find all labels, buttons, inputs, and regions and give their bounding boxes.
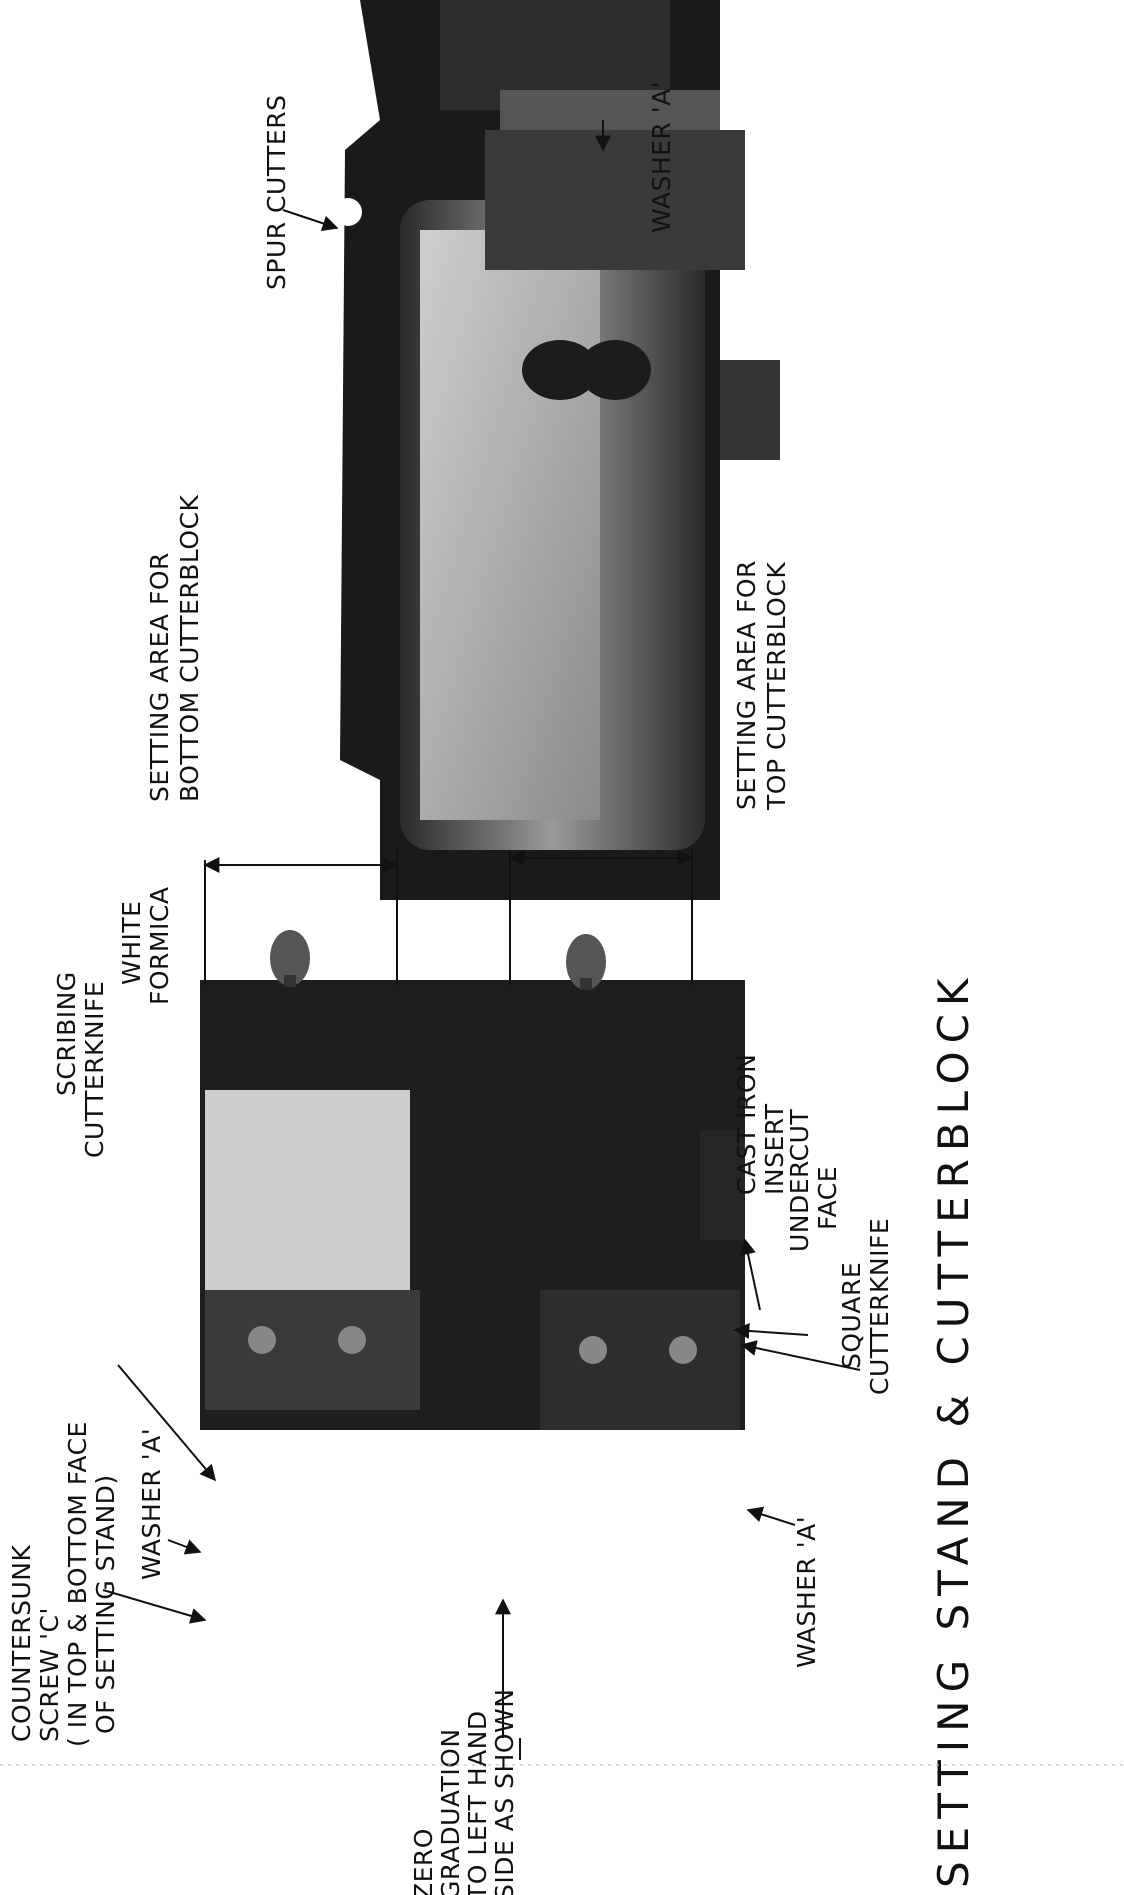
setting-area-top-line-2: TOP CUTTERBLOCK	[762, 562, 791, 811]
stand-screw-1	[248, 1326, 276, 1354]
setting-area-top-line-1: SETTING AREA FOR	[732, 560, 761, 810]
undercut-line-2: FACE	[813, 1166, 842, 1230]
scribing-cutterknife-plate	[205, 1290, 420, 1410]
undercut-face-label: UNDERCUT FACE	[785, 1109, 842, 1252]
zero-grad-line-3: TO LEFT HAND	[463, 1710, 492, 1895]
stand-screw-4	[669, 1336, 697, 1364]
stand-knob-bottom	[566, 934, 606, 990]
countersunk-screw-label: COUNTERSUNK SCREW 'C' ( IN TOP & BOTTOM …	[7, 1421, 120, 1747]
scribing-line-1: SCRIBING	[52, 971, 81, 1096]
washer-a-label-left: WASHER 'A'	[137, 1428, 166, 1580]
cutterblock-hub	[720, 360, 780, 460]
setting-area-bottom-label: SETTING AREA FOR BOTTOM CUTTERBLOCK	[145, 494, 204, 802]
stand-knob-bottom-stem	[580, 978, 592, 990]
stand-knob-top	[270, 930, 310, 986]
zero-graduation-label: ZERO GRADUATION TO LEFT HAND SIDE AS SHO…	[409, 1689, 519, 1895]
cutterblock-hole-lower	[579, 340, 651, 400]
zero-grad-line-2: GRADUATION	[436, 1728, 465, 1895]
cast-iron-line-2: INSERT	[760, 1103, 789, 1195]
undercut-line-1: UNDERCUT	[785, 1109, 814, 1252]
square-line-1: SQUARE	[837, 1262, 866, 1369]
white-formica-line-2: FORMICA	[145, 887, 174, 1005]
spur-cutter-notch	[334, 198, 362, 226]
square-cutterknife-label: SQUARE CUTTERKNIFE	[837, 1218, 894, 1395]
cutterblock-collar	[485, 130, 745, 270]
setting-area-top-label: SETTING AREA FOR TOP CUTTERBLOCK	[732, 560, 791, 811]
cutterblock-hole-upper	[522, 340, 598, 400]
square-line-2: CUTTERKNIFE	[865, 1218, 894, 1395]
white-formica-label: WHITE FORMICA	[117, 887, 174, 1005]
figure-title: SETTING STAND & CUTTERBLOCK	[929, 971, 978, 1888]
white-formica-panel	[205, 1090, 410, 1290]
setting-area-bottom-line-1: SETTING AREA FOR	[145, 552, 174, 802]
setting-area-bottom-line-2: BOTTOM CUTTERBLOCK	[175, 494, 204, 802]
countersunk-line-1: COUNTERSUNK	[7, 1545, 36, 1742]
spur-cutters-label: SPUR CUTTERS	[262, 95, 291, 290]
cast-iron-insert-label: CAST IRON INSERT	[732, 1054, 789, 1195]
white-formica-line-1: WHITE	[117, 901, 146, 985]
cutterblock-face	[420, 230, 600, 820]
leader-lines	[102, 120, 861, 1738]
stand-screw-3	[579, 1336, 607, 1364]
countersunk-line-2: SCREW 'C'	[35, 1607, 64, 1742]
setting-stand-photo	[200, 930, 745, 1430]
zero-grad-line-1: ZERO	[409, 1828, 438, 1895]
cutterblock-photo	[334, 0, 780, 900]
washer-a-label-bottom: WASHER 'A'	[792, 1516, 821, 1668]
scribing-cutterknife-label: SCRIBING CUTTERKNIFE	[52, 971, 109, 1158]
washer-a-label-top: WASHER 'A'	[647, 81, 676, 233]
dimension-bottom-cutterblock	[203, 850, 399, 985]
cutterblock-rib	[500, 90, 720, 130]
scribing-line-2: CUTTERKNIFE	[80, 981, 109, 1158]
cast-iron-line-1: CAST IRON	[732, 1054, 761, 1195]
stand-screw-2	[338, 1326, 366, 1354]
square-cutterknife-plate	[540, 1290, 740, 1430]
cast-iron-insert	[700, 1130, 745, 1240]
stand-knob-top-stem	[284, 975, 296, 987]
zero-grad-line-4: SIDE AS SHOWN	[490, 1689, 519, 1895]
countersunk-line-3: ( IN TOP & BOTTOM FACE	[63, 1421, 92, 1747]
dimension-top-cutterblock	[508, 850, 694, 985]
countersunk-line-4: OF SETTING STAND)	[91, 1474, 120, 1734]
